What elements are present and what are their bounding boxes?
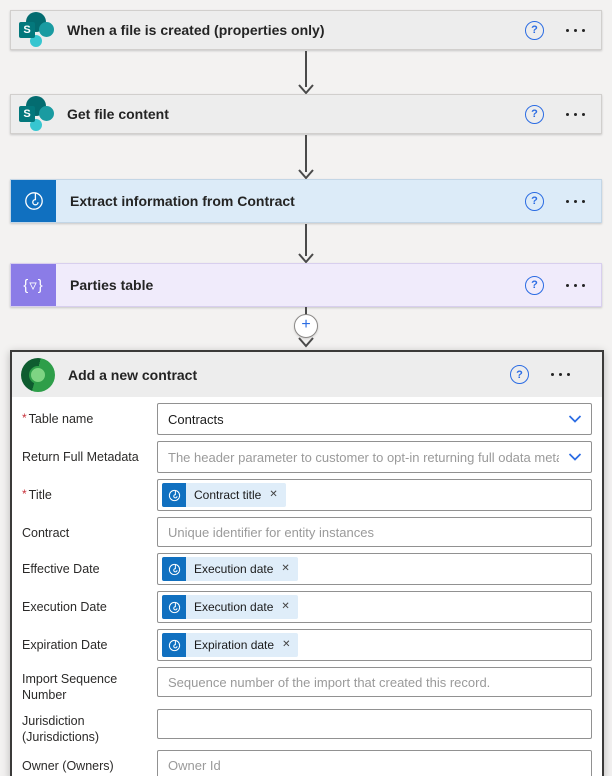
required-mark: * <box>22 411 27 425</box>
effective-date-token-input[interactable]: Execution date ✕ <box>157 553 592 585</box>
connector-arrow <box>298 51 314 94</box>
insert-step-button[interactable]: + <box>294 314 318 338</box>
sharepoint-icon: S <box>19 96 55 132</box>
dataverse-icon <box>21 357 55 392</box>
ai-builder-brain-icon <box>11 180 56 222</box>
field-label: *Table name <box>22 411 94 426</box>
field-label: Effective Date <box>22 562 100 576</box>
menu-ellipsis-icon[interactable] <box>566 109 585 120</box>
field-row-import-sequence-number: Import Sequence Number <box>22 667 592 704</box>
contract-input[interactable] <box>157 517 592 547</box>
field-row-title: *Title Contract title ✕ <box>22 479 592 511</box>
field-label: Jurisdiction (Jurisdictions) <box>22 713 100 744</box>
data-operation-icon: {▿} <box>11 264 56 306</box>
field-row-owner: Owner (Owners) <box>22 750 592 776</box>
help-icon[interactable]: ? <box>525 104 544 124</box>
action-card-parties-table[interactable]: {▿} Parties table ? <box>10 263 602 307</box>
expiration-date-token-input[interactable]: Expiration date ✕ <box>157 629 592 661</box>
ai-builder-brain-icon <box>162 557 186 581</box>
card-title: When a file is created (properties only) <box>67 22 325 38</box>
field-label: Expiration Date <box>22 638 108 652</box>
owner-input[interactable] <box>157 750 592 776</box>
token-label: Expiration date <box>194 638 275 652</box>
token-label: Execution date <box>194 600 274 614</box>
menu-ellipsis-icon[interactable] <box>566 25 585 36</box>
action-card-get-file-content[interactable]: S Get file content ? <box>10 94 602 134</box>
field-row-effective-date: Effective Date Execution date ✕ <box>22 553 592 585</box>
dynamic-content-token[interactable]: Contract title ✕ <box>162 483 286 507</box>
menu-ellipsis-icon[interactable] <box>566 196 585 207</box>
remove-token-icon[interactable]: ✕ <box>281 601 290 612</box>
return-full-metadata-dropdown[interactable] <box>157 441 592 473</box>
token-label: Execution date <box>194 562 274 576</box>
card-title: Extract information from Contract <box>70 193 295 209</box>
parameters-form: *Table name Return Full Metadata <box>12 397 602 776</box>
trigger-card-when-file-created[interactable]: S When a file is created (properties onl… <box>10 10 602 50</box>
ai-builder-brain-icon <box>162 595 186 619</box>
required-mark: * <box>22 487 27 501</box>
connector-arrow <box>298 135 314 179</box>
field-row-contract: Contract <box>22 517 592 547</box>
field-row-return-full-metadata: Return Full Metadata <box>22 441 592 473</box>
help-icon[interactable]: ? <box>510 365 529 384</box>
help-icon[interactable]: ? <box>525 191 544 211</box>
dynamic-content-token[interactable]: Execution date ✕ <box>162 557 298 581</box>
ai-builder-brain-icon <box>162 483 186 507</box>
menu-ellipsis-icon[interactable] <box>566 280 585 291</box>
execution-date-token-input[interactable]: Execution date ✕ <box>157 591 592 623</box>
help-icon[interactable]: ? <box>525 20 544 40</box>
connector-arrowhead <box>298 337 314 348</box>
card-title: Add a new contract <box>68 366 198 383</box>
ai-builder-brain-icon <box>162 633 186 657</box>
field-label: Return Full Metadata <box>22 450 139 464</box>
menu-ellipsis-icon[interactable] <box>551 369 570 380</box>
connector-arrow <box>298 224 314 263</box>
help-icon[interactable]: ? <box>525 275 544 295</box>
token-label: Contract title <box>194 488 262 502</box>
card-header[interactable]: Add a new contract ? <box>12 352 602 397</box>
card-title: Parties table <box>70 277 154 293</box>
field-row-execution-date: Execution Date Execution date ✕ <box>22 591 592 623</box>
dynamic-content-token[interactable]: Expiration date ✕ <box>162 633 299 657</box>
title-token-input[interactable]: Contract title ✕ <box>157 479 592 511</box>
import-sequence-number-input[interactable] <box>157 667 592 697</box>
field-row-expiration-date: Expiration Date Expiration date ✕ <box>22 629 592 661</box>
sharepoint-icon: S <box>19 12 55 48</box>
jurisdiction-input[interactable] <box>157 708 592 739</box>
remove-token-icon[interactable]: ✕ <box>281 563 290 574</box>
field-row-jurisdiction: Jurisdiction (Jurisdictions) <box>22 708 592 746</box>
field-label: Import Sequence Number <box>22 672 118 703</box>
field-label: Execution Date <box>22 600 107 614</box>
field-label: *Title <box>22 487 52 502</box>
field-label: Owner (Owners) <box>22 759 114 773</box>
remove-token-icon[interactable]: ✕ <box>282 639 291 650</box>
dynamic-content-token[interactable]: Execution date ✕ <box>162 595 298 619</box>
table-name-dropdown[interactable] <box>157 403 592 435</box>
connector-line <box>305 307 307 316</box>
field-label: Contract <box>22 526 70 540</box>
field-row-table-name: *Table name <box>22 403 592 435</box>
action-card-extract-information[interactable]: Extract information from Contract ? <box>10 179 602 223</box>
card-title: Get file content <box>67 106 169 122</box>
remove-token-icon[interactable]: ✕ <box>269 489 278 500</box>
action-card-add-new-contract: Add a new contract ? *Table name Return … <box>10 350 604 776</box>
